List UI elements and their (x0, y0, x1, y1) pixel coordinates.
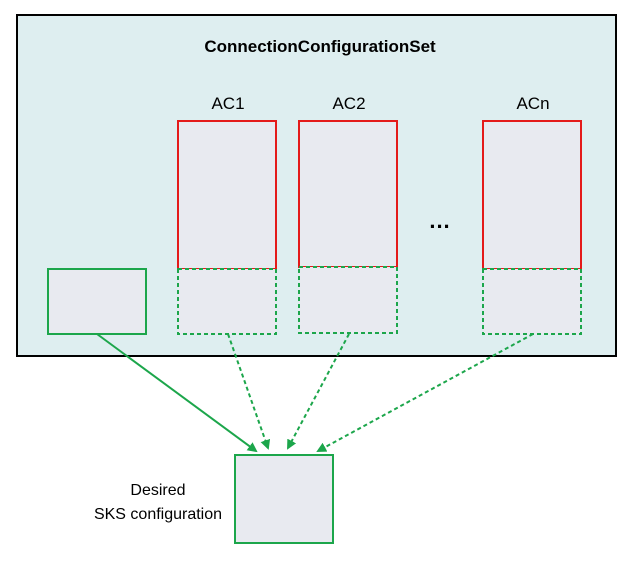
arrow-ac2-to-desired (287, 333, 350, 450)
desired-sks-configuration-box (234, 454, 334, 544)
acn-label: ACn (516, 94, 549, 113)
ac1-sks-part (177, 268, 277, 335)
desired-label-line1: Desired (130, 482, 185, 499)
ac1-group: AC1 (177, 94, 277, 335)
arrow-base-to-desired (96, 333, 258, 453)
ac1-config-box (177, 120, 277, 270)
acn-group: ACn (482, 94, 582, 335)
ac2-group: AC2 (298, 94, 398, 334)
arrow-ac1-to-desired (227, 333, 271, 450)
acn-config-box (482, 120, 582, 270)
acn-sks-part (482, 268, 582, 335)
base-sks-box (47, 268, 147, 335)
ac2-sks-part (298, 266, 398, 334)
ac1-label: AC1 (211, 94, 244, 113)
ellipsis: ... (429, 208, 450, 233)
ac2-label: AC2 (332, 94, 365, 113)
ac2-config-box (298, 120, 398, 268)
arrow-acn-to-desired (316, 333, 534, 452)
desired-label-line2: SKS configuration (94, 506, 222, 523)
set-title: ConnectionConfigurationSet (204, 37, 436, 56)
